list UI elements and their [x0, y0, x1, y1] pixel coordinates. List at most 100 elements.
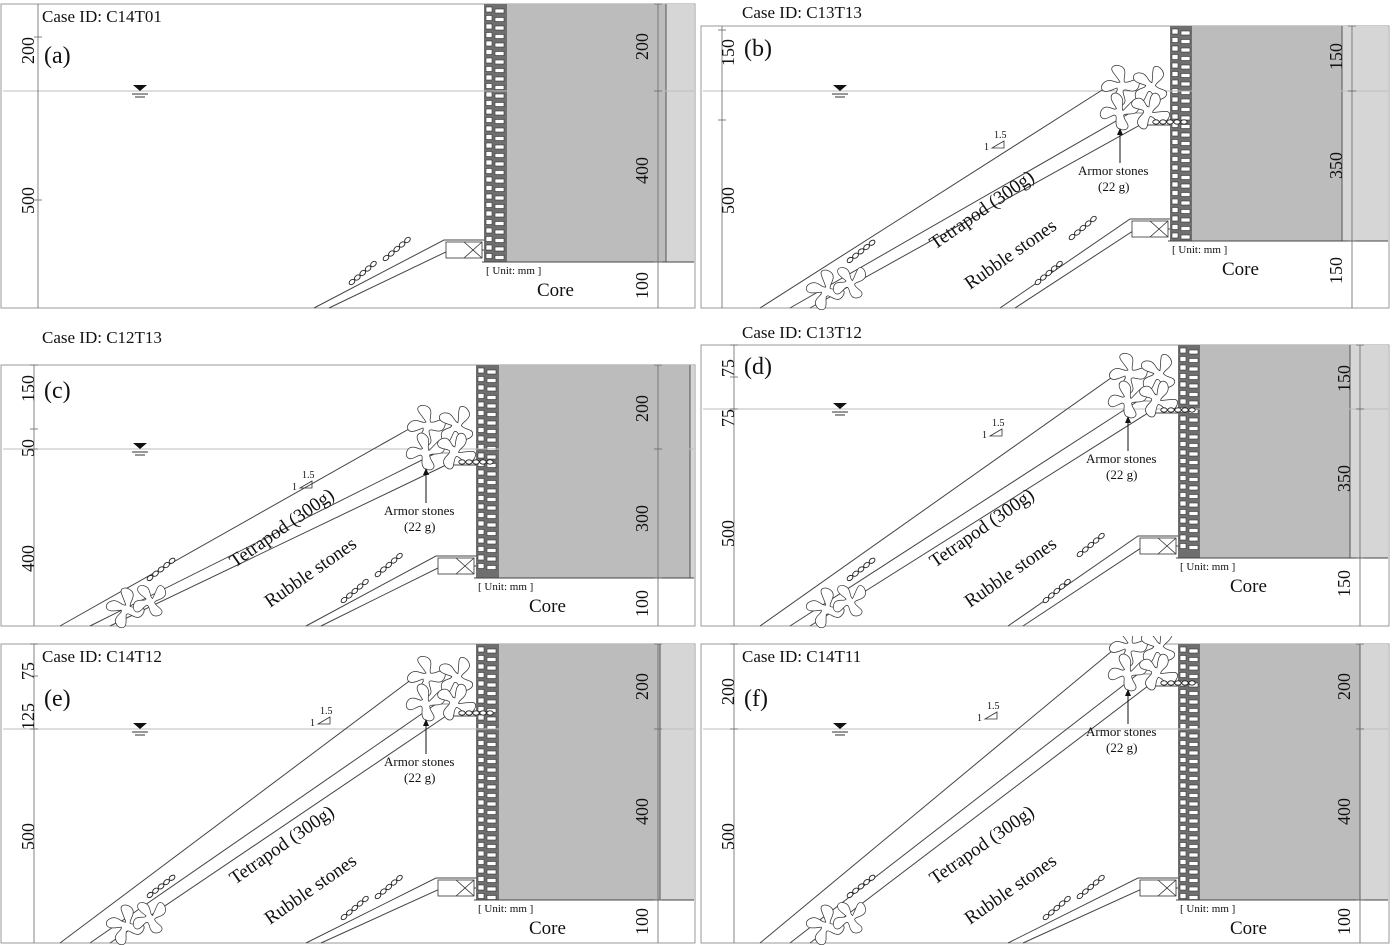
- wall-block: [1188, 451, 1199, 457]
- wall-block: [1188, 835, 1199, 841]
- wall-block: [494, 212, 505, 218]
- caisson-block: [507, 4, 666, 262]
- stone-group: [340, 578, 369, 604]
- wall-block: [477, 893, 485, 899]
- toe-cross: [455, 879, 475, 897]
- wall-block: [494, 51, 505, 56]
- toe-cross: [1157, 537, 1177, 555]
- wall-block: [485, 151, 493, 157]
- wall-block: [486, 886, 497, 892]
- panel-letter: (f): [744, 686, 768, 712]
- armor-inner-slope: [789, 112, 1131, 309]
- toe-cross: [1149, 220, 1169, 238]
- wall-block: [1179, 808, 1187, 814]
- water-level-icon: [832, 85, 848, 98]
- toe-cross: [463, 241, 483, 259]
- wall-block: [1180, 115, 1191, 121]
- wall-block: [1180, 39, 1191, 44]
- left-dim-label: 500: [18, 823, 38, 850]
- wall-block: [486, 759, 497, 764]
- wall-block: [1171, 198, 1179, 205]
- wall-block: [1188, 400, 1199, 406]
- wall-block: [1180, 141, 1191, 146]
- stone-group: [146, 874, 176, 899]
- wall-block: [1180, 73, 1191, 78]
- arrow-icon: [423, 719, 429, 754]
- wall-block: [477, 765, 485, 772]
- wall-block: [485, 117, 493, 123]
- tetrapod-icon: [1107, 380, 1148, 419]
- slope-rise-label: 1: [292, 482, 297, 493]
- wall-block: [1171, 28, 1179, 35]
- stone-group: [382, 236, 411, 262]
- wall-block: [1171, 173, 1179, 179]
- case-id: Case ID: C14T01: [42, 7, 162, 26]
- armor-weight-label: (22 g): [404, 519, 435, 534]
- wall-block: [494, 238, 505, 243]
- tetrapod-icon: [1132, 66, 1168, 103]
- arrow-icon: [1125, 689, 1131, 724]
- tetrapod-icon: [806, 904, 845, 945]
- wall-block: [486, 565, 497, 570]
- wall-block: [486, 767, 497, 773]
- wall-block: [486, 793, 497, 798]
- wall-block: [1180, 47, 1191, 53]
- stone-group: [1160, 407, 1196, 413]
- stone-group: [1042, 895, 1071, 921]
- caisson-block: [499, 644, 660, 900]
- wall-block: [477, 850, 485, 857]
- wall-block: [1171, 130, 1179, 137]
- wall-block: [494, 8, 505, 14]
- wall-block: [477, 435, 485, 442]
- wall-block: [1179, 859, 1187, 865]
- wall-block: [477, 876, 485, 882]
- slope-run-label: 1.5: [992, 418, 1005, 429]
- wall-block: [477, 697, 485, 704]
- wall-block: [485, 168, 493, 174]
- slope-indicator-icon: [983, 711, 998, 720]
- wall-block: [494, 85, 505, 90]
- panel-frame: [700, 643, 1390, 944]
- toe-block: [437, 879, 475, 897]
- wall-block: [1179, 449, 1187, 456]
- stone-group: [1042, 578, 1071, 604]
- wall-block: [1188, 443, 1199, 448]
- wall-block: [1188, 519, 1199, 525]
- wall-block: [477, 495, 485, 501]
- wall-block: [1179, 672, 1187, 678]
- wall-block: [485, 23, 493, 30]
- unit-label: [ Unit: mm ]: [1172, 244, 1227, 256]
- wall-block: [477, 529, 485, 535]
- panel-drawing: Case ID: C14T01(a)[ Unit: mm ]Core200500…: [0, 3, 696, 309]
- wall-block: [486, 674, 497, 679]
- wall-block: [1188, 869, 1199, 875]
- wall-block: [1179, 833, 1187, 840]
- wall-block: [1179, 765, 1187, 772]
- wall-block: [1188, 818, 1199, 824]
- wall-block: [1179, 390, 1187, 396]
- wall-block: [1180, 149, 1191, 155]
- wall-block: [486, 801, 497, 807]
- wall-block: [1188, 733, 1199, 739]
- wall-block: [486, 548, 497, 553]
- wall-block: [1188, 699, 1199, 705]
- wall-block: [486, 403, 497, 409]
- wall-block: [1188, 494, 1199, 499]
- stone-group: [340, 895, 369, 921]
- wall-block: [494, 161, 505, 167]
- wall-block: [486, 750, 497, 756]
- armor-label: Armor stones: [1086, 451, 1156, 466]
- wall-block: [486, 895, 497, 900]
- wall-block: [477, 782, 485, 789]
- panel-frame: [700, 344, 1390, 627]
- wall-block: [1188, 349, 1199, 355]
- wall-block: [1179, 492, 1187, 498]
- panel-frame: [0, 643, 696, 944]
- toe-block: [445, 241, 483, 259]
- wall-block: [1188, 434, 1199, 440]
